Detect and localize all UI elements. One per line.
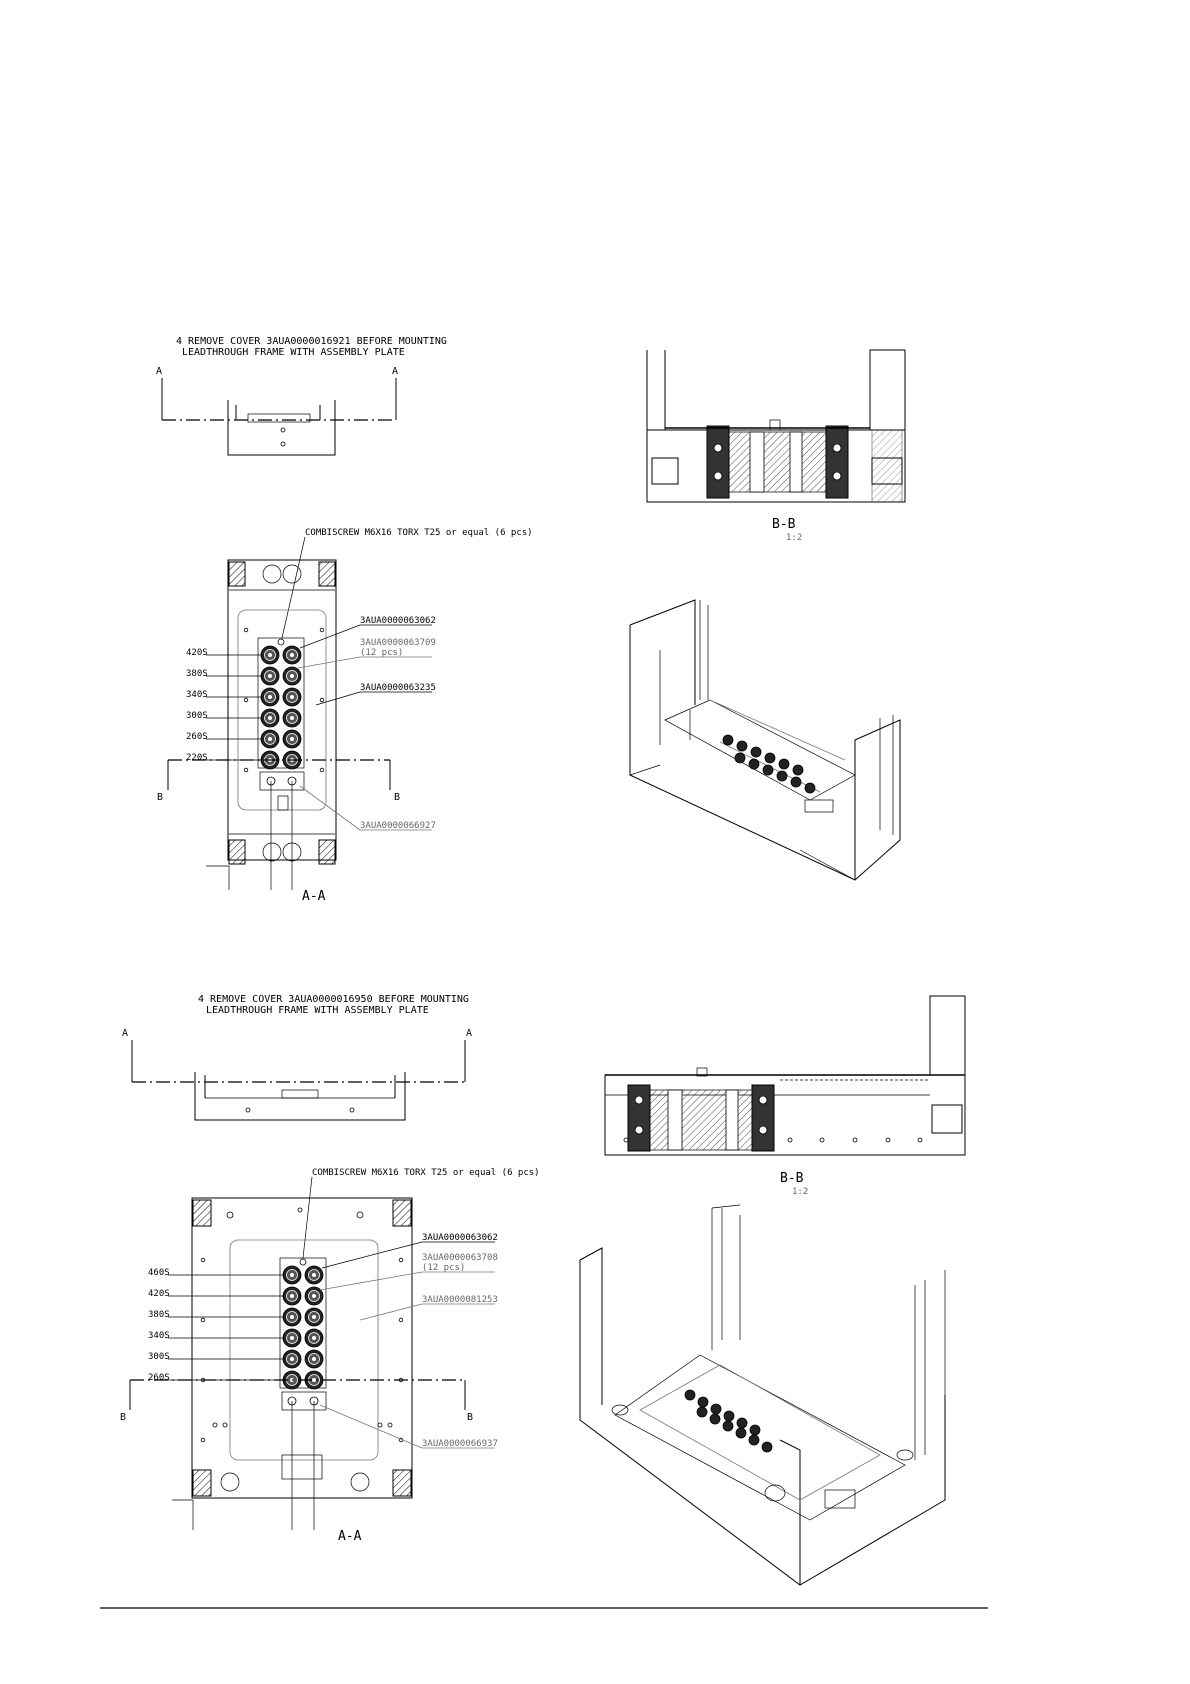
bottom-isometric-view	[579, 1204, 946, 1586]
gland	[260, 687, 280, 707]
gland	[304, 1265, 324, 1285]
bottom-scale: 1:2	[792, 1187, 808, 1197]
gland	[282, 666, 302, 686]
gland	[260, 729, 280, 749]
bottom-cut-a-right: A	[466, 1028, 472, 1039]
gland	[282, 1349, 302, 1369]
top-left-labels: 420S 380S 340S 300S 260S 220S	[186, 648, 262, 763]
gland	[282, 1328, 302, 1348]
bottom-part-3: 3AUA0000081253	[422, 1295, 498, 1305]
top-cut-a-left: A	[156, 366, 162, 377]
top-note-line2: LEADTHROUGH FRAME WITH ASSEMBLY PLATE	[182, 347, 405, 358]
bottom-left-label-4: 300S	[148, 1352, 170, 1362]
bottom-screw-callout: COMBISCREW M6X16 TORX T25 or equal (6 pc…	[302, 1168, 540, 1259]
top-screw-callout-text: COMBISCREW M6X16 TORX T25 or equal (6 pc…	[305, 528, 533, 538]
top-note: 4 REMOVE COVER 3AUA0000016921 BEFORE MOU…	[176, 336, 447, 358]
top-part-1: 3AUA0000063062	[360, 616, 436, 626]
bottom-part-labels: 3AUA0000063062 3AUA0000063708 (12 pcs) 3…	[319, 1233, 498, 1449]
bottom-part-4: 3AUA0000066937	[422, 1439, 498, 1449]
bottom-cut-b-left: B	[120, 1412, 126, 1423]
gland	[260, 708, 280, 728]
top-assembly-plate-view: B B A-A	[157, 559, 400, 904]
gland	[282, 1307, 302, 1327]
top-isometric-view	[629, 599, 901, 881]
bottom-section-bb: B-B	[780, 1171, 804, 1186]
top-note-line1: 4 REMOVE COVER 3AUA0000016921 BEFORE MOU…	[176, 336, 447, 347]
bottom-left-label-1: 420S	[148, 1289, 170, 1299]
bottom-left-label-5: 260S	[148, 1373, 170, 1383]
bottom-plan-view: A A	[122, 1028, 472, 1121]
gland	[260, 645, 280, 665]
top-cut-b-right: B	[394, 792, 400, 803]
top-part-4: 3AUA0000066927	[360, 821, 436, 831]
top-left-label-2: 340S	[186, 690, 208, 700]
bottom-note-line2: LEADTHROUGH FRAME WITH ASSEMBLY PLATE	[206, 1005, 429, 1016]
bottom-note: 4 REMOVE COVER 3AUA0000016950 BEFORE MOU…	[198, 994, 469, 1016]
bottom-left-label-0: 460S	[148, 1268, 170, 1278]
gland	[304, 1349, 324, 1369]
gland	[282, 1265, 302, 1285]
top-cut-a-right: A	[392, 366, 398, 377]
bottom-part-1: 3AUA0000063062	[422, 1233, 498, 1243]
top-part-labels: 3AUA0000063062 3AUA0000063709 (12 pcs) 3…	[297, 616, 436, 831]
top-left-label-1: 380S	[186, 669, 208, 679]
top-screw-callout: COMBISCREW M6X16 TORX T25 or equal (6 pc…	[281, 528, 533, 639]
bottom-left-label-3: 340S	[148, 1331, 170, 1341]
top-left-label-0: 420S	[186, 648, 208, 658]
bottom-section-bb-view: B-B 1:2	[604, 995, 966, 1197]
gland	[304, 1328, 324, 1348]
top-cut-b-left: B	[157, 792, 163, 803]
bottom-cut-b-right: B	[467, 1412, 473, 1423]
gland	[304, 1307, 324, 1327]
top-section-bb: B-B	[772, 517, 796, 532]
bottom-cut-a-left: A	[122, 1028, 128, 1039]
top-section-aa: A-A	[302, 889, 326, 904]
gland	[282, 1286, 302, 1306]
bottom-left-labels: 460S 420S 380S 340S 300S 260S	[148, 1268, 284, 1383]
bottom-screw-callout-text: COMBISCREW M6X16 TORX T25 or equal (6 pc…	[312, 1168, 540, 1178]
gland	[282, 645, 302, 665]
top-plan-view: A A	[156, 366, 398, 456]
top-section-bb-view: B-B 1:2	[646, 349, 906, 543]
top-left-label-5: 220S	[186, 753, 208, 763]
bottom-note-line1: 4 REMOVE COVER 3AUA0000016950 BEFORE MOU…	[198, 994, 469, 1005]
top-scale: 1:2	[786, 533, 802, 543]
gland	[282, 687, 302, 707]
top-part-3: 3AUA0000063235	[360, 683, 436, 693]
bottom-assembly-plate-view: B B A-A	[120, 1197, 473, 1544]
gland	[260, 666, 280, 686]
bottom-part-2: 3AUA0000063708	[422, 1253, 498, 1263]
bottom-section-aa: A-A	[338, 1529, 362, 1544]
gland	[282, 729, 302, 749]
bottom-left-label-2: 380S	[148, 1310, 170, 1320]
top-left-label-3: 300S	[186, 711, 208, 721]
bottom-part-2-qty: (12 pcs)	[422, 1263, 465, 1273]
top-left-label-4: 260S	[186, 732, 208, 742]
gland	[282, 708, 302, 728]
top-part-2-qty: (12 pcs)	[360, 648, 403, 658]
top-part-2: 3AUA0000063709	[360, 638, 436, 648]
